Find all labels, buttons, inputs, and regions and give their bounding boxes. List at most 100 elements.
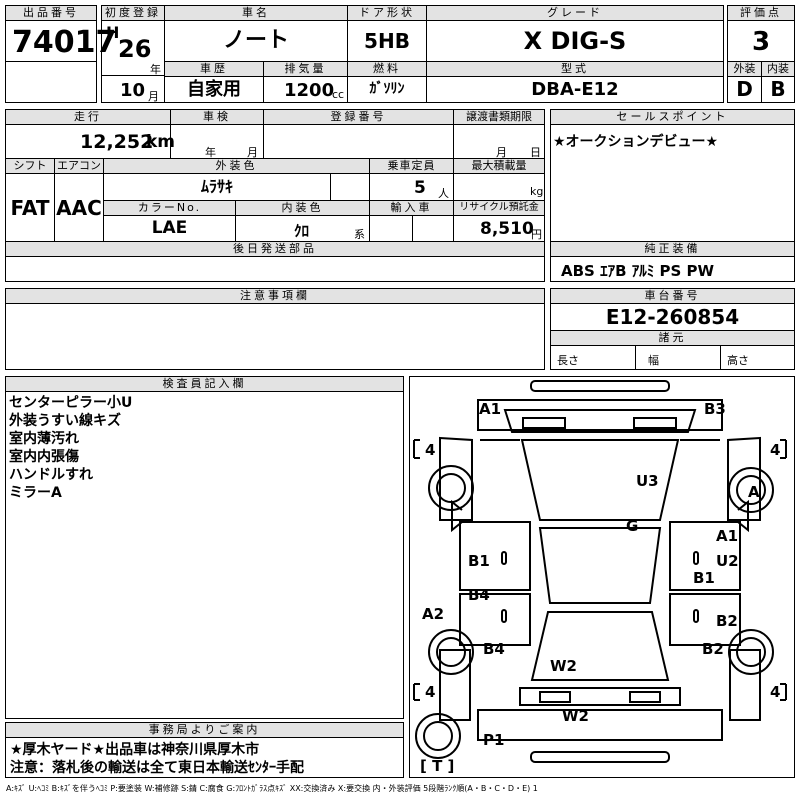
inspector-line: ミラーA <box>9 485 62 501</box>
car-diagram-box: A1 B3 4 4 U3 A G B1 A1 U2 B1 B4 A2 B2 B4… <box>409 376 795 778</box>
int-label: 内装 <box>761 61 795 77</box>
int-score: B <box>770 77 786 101</box>
model-box: DBA-E12 <box>426 76 724 103</box>
mileage: 12,252 <box>80 131 154 153</box>
score-label: 評価点 <box>727 5 795 21</box>
mark-a-right: A <box>748 483 760 501</box>
recycle-label: リサイクル預託金 <box>453 200 545 216</box>
mark-w2-rear: W2 <box>550 657 577 675</box>
fuel-label: 燃料 <box>347 61 427 77</box>
color-no-label: カラーNo. <box>103 200 236 216</box>
length-box: 長さ <box>550 345 636 370</box>
mark-p1: P1 <box>483 731 504 749</box>
load-unit: kg <box>530 185 544 198</box>
tyre-rl: 4 <box>425 683 435 701</box>
ext-score: D <box>736 77 753 101</box>
displacement-box: 1200 cc <box>263 76 348 103</box>
ac: AAC <box>56 196 102 220</box>
mark-b4-left: B4 <box>468 586 490 604</box>
model-code: DBA-E12 <box>531 79 619 100</box>
car-name-label: 車名 <box>164 5 348 21</box>
mark-b3: B3 <box>704 400 726 418</box>
reg-month: 10 <box>120 80 146 101</box>
int-color-box: ｸﾛ 系 <box>235 215 370 242</box>
score: 3 <box>751 27 771 57</box>
transfer-month-unit: 月 <box>496 146 507 159</box>
mark-w2-bumper: W2 <box>562 707 589 725</box>
car-name-box: ノート <box>164 20 348 62</box>
equipment-label: 純正装備 <box>550 241 795 257</box>
capacity-label: 乗車定員 <box>369 158 454 174</box>
reg-no-label: 登録番号 <box>263 109 454 125</box>
import-label: 輸入車 <box>369 200 454 216</box>
transfer-box: 月 日 <box>453 124 545 159</box>
mark-a2: A2 <box>422 605 444 623</box>
lot-box: 74017 <box>5 20 116 62</box>
shift: FAT <box>10 196 50 220</box>
mark-a1-right: A1 <box>716 527 738 545</box>
ac-label: エアコン <box>54 158 104 174</box>
inspection-box: 年 月 <box>170 124 264 159</box>
office-line-1: ★厚木ヤード★出品車は神奈川県厚木市 <box>10 742 260 758</box>
recycle-fee: 8,510 <box>480 219 534 239</box>
grade-box: X DIG-S <box>426 20 724 62</box>
inspector-line: センターピラー小U <box>9 395 133 411</box>
dims-label: 諸元 <box>550 330 795 346</box>
color-box: ﾑﾗｻｷ <box>103 173 331 201</box>
height-box: 高さ <box>720 345 795 370</box>
import-box-1 <box>369 215 413 242</box>
history-label: 車歴 <box>164 61 264 77</box>
reg-month-box: 10 月 <box>101 75 165 103</box>
capacity-unit: 人 <box>438 187 449 200</box>
tyre-fr: 4 <box>770 441 780 459</box>
int-color-unit: 系 <box>354 228 365 241</box>
lot-label: 出品番号 <box>5 5 97 21</box>
int-color: ｸﾛ <box>294 222 310 240</box>
mileage-unit: km <box>146 132 176 152</box>
inspector-line: 室内薄汚れ <box>9 431 79 447</box>
equipment-text: ABS ｴｱB ｱﾙﾐ PS PW <box>561 262 715 280</box>
legend: A:ｷｽﾞ U:ﾍｺﾐ B:ｷｽﾞを伴うﾍｺﾐ P:要塗装 W:補修跡 S:錆 … <box>6 784 538 793</box>
ac-box: AAC <box>54 173 104 242</box>
ext-score-box: D <box>727 76 762 103</box>
mark-b2-right: B2 <box>716 612 738 630</box>
mark-a1-front: A1 <box>479 400 501 418</box>
transfer-day-unit: 日 <box>530 146 541 159</box>
first-reg-label: 初度登録 <box>101 5 165 21</box>
office-line-2: 注意：落札後の輸送は全て東日本輸送ｾﾝﾀｰ手配 <box>10 760 304 776</box>
sales-point-text: ★オークションデビュー★ <box>553 134 719 150</box>
door-type: 5HB <box>364 29 410 53</box>
color-extra-box <box>330 173 370 201</box>
mileage-label: 走行 <box>5 109 171 125</box>
int-score-box: B <box>761 76 795 103</box>
mark-b4-rear: B4 <box>483 640 505 658</box>
notes-box <box>5 303 545 370</box>
month-unit: 月 <box>148 90 159 103</box>
load-box: kg <box>453 173 545 201</box>
inspector-notes: センターピラー小U 外装うすい線キズ 室内薄汚れ 室内内張傷 ハンドルすれ ミラ… <box>9 394 132 502</box>
int-color-label: 内装色 <box>235 200 370 216</box>
load-label: 最大積載量 <box>453 158 545 174</box>
history: 自家用 <box>187 79 241 100</box>
inspector-line: 室内内張傷 <box>9 449 79 465</box>
inspector-box: センターピラー小U 外装うすい線キズ 室内薄汚れ 室内内張傷 ハンドルすれ ミラ… <box>5 391 404 719</box>
sales-point-box: ★オークションデビュー★ <box>550 124 795 242</box>
mark-b1-right: B1 <box>693 569 715 587</box>
inspector-line: 外装うすい線キズ <box>9 413 121 429</box>
inspection-label: 車検 <box>170 109 264 125</box>
car-name: ノート <box>222 28 289 53</box>
era: H <box>106 23 120 42</box>
door-box: 5HB <box>347 20 427 62</box>
inspector-label: 検査員記入欄 <box>5 376 404 392</box>
reg-year: 26 <box>118 35 152 63</box>
lot-number: 74017 <box>12 25 117 60</box>
mark-b2-rear: B2 <box>702 640 724 658</box>
first-reg-box: H 26 年 <box>101 20 165 76</box>
capacity-box: 5 人 <box>369 173 454 201</box>
displacement-label: 排気量 <box>263 61 348 77</box>
width-box: 幅 <box>635 345 721 370</box>
capacity: 5 <box>414 178 426 198</box>
tyre-fl: 4 <box>425 441 435 459</box>
year-unit: 年 <box>150 63 161 76</box>
mark-t: [ T ] <box>420 757 454 775</box>
